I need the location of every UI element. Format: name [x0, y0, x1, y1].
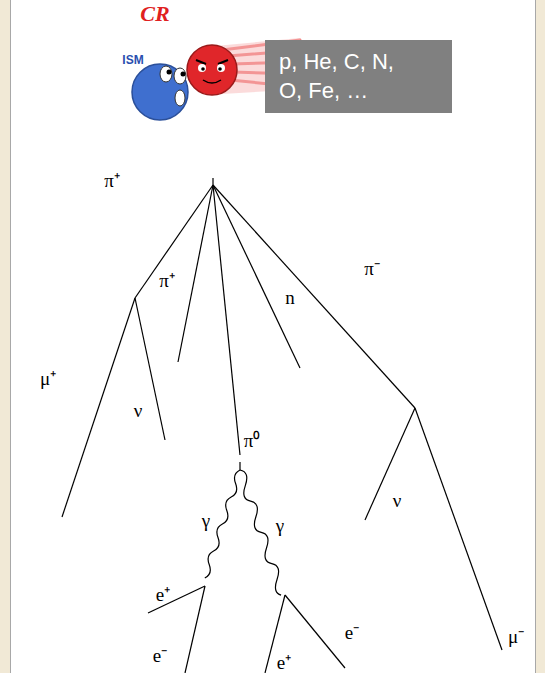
particle-label: π⁺ [159, 271, 175, 290]
particle-label: ν [134, 401, 143, 420]
ism-label: ISM [122, 54, 143, 66]
particle-label: e⁺ [156, 585, 170, 604]
particle-label: n [285, 288, 295, 307]
photon-lines [205, 462, 281, 595]
element-box: p, He, C, N, O, Fe, … [265, 40, 452, 113]
particle-tracks [62, 178, 502, 673]
particle-label: e⁻ [153, 646, 167, 665]
particle-label: e⁺ [277, 653, 291, 672]
particle-label: ν [393, 491, 402, 510]
particle-label: π⁺ [104, 171, 120, 190]
element-list: p, He, C, N, O, Fe, … [279, 48, 401, 105]
cosmic-ray-ball [187, 45, 237, 95]
cosmic-ray-label: CR [140, 3, 169, 25]
particle-label: e⁻ [345, 623, 359, 642]
particle-label: π⁰ [244, 431, 261, 450]
particle-label: π⁻ [364, 259, 380, 278]
particle-label: γ [276, 516, 284, 535]
particle-label: γ [202, 511, 210, 530]
particle-label: μ⁺ [40, 369, 56, 388]
ism-ball [132, 64, 188, 120]
particle-label: μ⁻ [508, 627, 524, 646]
